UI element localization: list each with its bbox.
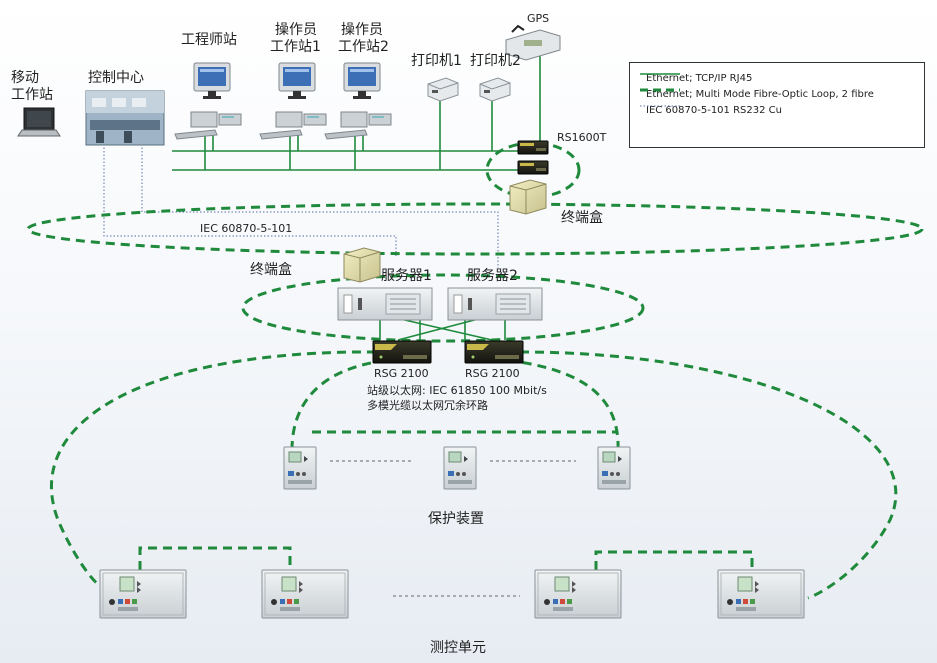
operator2-label-2: 工作站2: [338, 39, 389, 55]
terminal-box-top-label: 终端盒: [561, 210, 603, 226]
server1-icon: [337, 287, 433, 321]
station-ethernet-label-2: 多模光缆以太网冗余环路: [367, 399, 488, 412]
rs1600t-switch-icon: [517, 140, 549, 155]
printer2-label: 打印机2: [470, 53, 521, 69]
legend-label: Ethernet; Multi Mode Fibre-Optic Loop, 2…: [646, 88, 874, 100]
operator2-monitor-icon: [343, 62, 381, 100]
engineer-station-label: 工程师站: [181, 32, 237, 48]
legend-label: IEC 60870-5-101 RS232 Cu: [646, 104, 782, 116]
laptop-icon: [17, 107, 61, 137]
server1-label: 服务器1: [381, 268, 432, 284]
control-center-photo: [85, 90, 165, 146]
mobile-workstation-label-2: 工作站: [11, 87, 53, 103]
terminal-box-left-label: 终端盒: [250, 262, 292, 278]
legend-label: Ethernet; TCP/IP RJ45: [646, 72, 753, 84]
gps-icon: [505, 24, 561, 61]
operator2-desk-icon: [324, 111, 392, 140]
protection-relay-2-icon: [443, 446, 477, 490]
rsg1-label: RSG 2100: [374, 367, 429, 380]
gps-label: GPS: [527, 12, 550, 25]
operator1-monitor-icon: [278, 62, 316, 100]
legend-item-serial: IEC 60870-5-101 RS232 Cu: [640, 103, 782, 117]
protection-devices-label: 保护装置: [428, 511, 484, 527]
engineer-desk-icon: [174, 111, 242, 140]
protection-relay-1-icon: [283, 446, 317, 490]
rs1600t-label: RS1600T: [557, 131, 607, 144]
terminal-box-top-icon: [509, 179, 547, 215]
bay-unit-4-icon: [717, 569, 805, 619]
operator1-label-1: 操作员: [275, 22, 317, 38]
operator1-label-2: 工作站1: [270, 39, 321, 55]
bay-unit-2-icon: [261, 569, 349, 619]
rsg2-label: RSG 2100: [465, 367, 520, 380]
legend: Ethernet; TCP/IP RJ45 Ethernet; Multi Mo…: [629, 62, 925, 148]
bay-unit-3-icon: [534, 569, 622, 619]
operator1-desk-icon: [259, 111, 327, 140]
iec-101-label: IEC 60870-5-101: [200, 222, 293, 235]
operator2-label-1: 操作员: [341, 22, 383, 38]
server2-icon: [447, 287, 543, 321]
mobile-workstation-label-1: 移动: [11, 70, 39, 86]
server2-label: 服务器2: [467, 268, 518, 284]
rs1600t-switch-2-icon: [517, 160, 549, 175]
legend-item-fibre: Ethernet; Multi Mode Fibre-Optic Loop, 2…: [640, 87, 874, 101]
serial-lines: [103, 144, 499, 268]
printer1-label: 打印机1: [411, 53, 462, 69]
station-ethernet-label-1: 站级以太网: IEC 61850 100 Mbit/s: [367, 384, 547, 397]
rsg2100-switch1-icon: [372, 340, 432, 364]
legend-item-ethernet: Ethernet; TCP/IP RJ45: [640, 71, 752, 85]
device-gaps: [330, 460, 576, 597]
control-center-label: 控制中心: [88, 70, 144, 86]
protection-relay-3-icon: [597, 446, 631, 490]
terminal-box-left-icon: [343, 247, 381, 283]
printer2-icon: [479, 77, 511, 102]
fibre-loops: [26, 141, 924, 600]
bay-unit-1-icon: [99, 569, 187, 619]
printer1-icon: [427, 77, 459, 102]
rsg2100-switch2-icon: [464, 340, 524, 364]
measurement-units-label: 测控单元: [430, 640, 486, 656]
engineer-monitor-icon: [193, 62, 231, 100]
